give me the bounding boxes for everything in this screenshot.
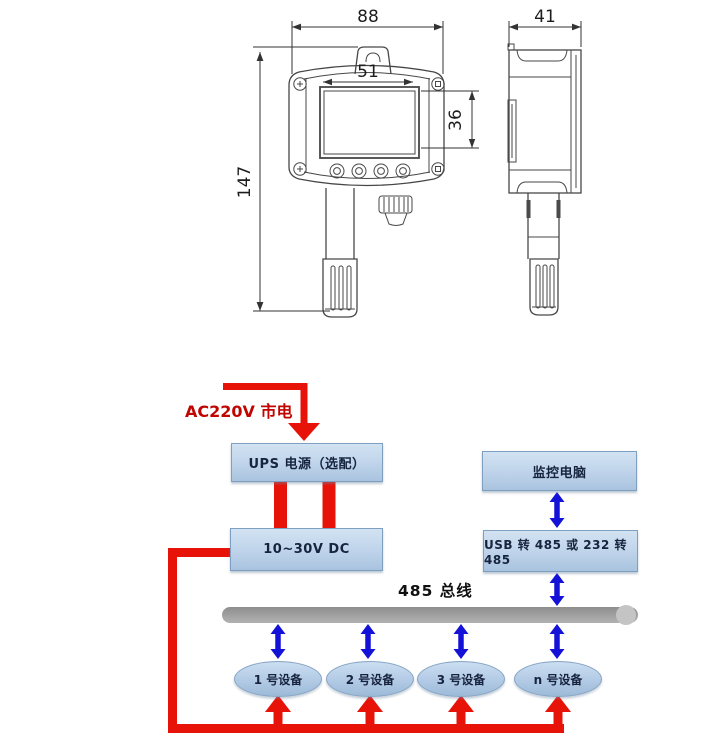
ups-power-box: UPS 电源（选配） [231,443,383,482]
filter-cap-side [529,258,559,316]
mounting-slot [507,99,517,163]
device-body-side [508,49,582,194]
corner-screws [293,77,445,176]
display-window [319,86,420,159]
device-node-2: 2 号设备 [326,661,414,697]
device-body-front [288,64,445,187]
ac-input-label: AC220V 市电 [185,402,293,421]
dimension-lines [253,21,582,312]
front-buttons [329,163,411,179]
data-arrows-blue [270,492,565,659]
dim-display-height: 36 [446,109,466,131]
rs485-bus-label: 485 总线 [398,582,473,600]
monitoring-pc-box: 监控电脑 [482,451,637,491]
dimension-drawing-svg: 88 51 36 147 41 [235,7,582,318]
ac-input-arrow [223,383,308,424]
sensor-probe-front [322,188,358,318]
power-lines-red [168,383,571,733]
dim-overall-height: 147 [235,166,255,198]
sensor-probe-side [526,193,561,316]
dim-display-width: 51 [357,62,379,82]
device-node-n: n 号设备 [514,661,602,697]
filter-cap-front [322,258,358,318]
mounting-lug [354,46,392,75]
device-power-arrows [265,695,571,733]
device-node-3: 3 号设备 [417,661,505,697]
side-view-drawing [507,43,582,316]
device-node-1: 1 号设备 [234,661,322,697]
cable-gland [378,195,413,226]
wiring-connectors-svg [168,383,638,733]
dim-overall-width: 88 [357,7,379,27]
rs485-bus-bar [222,605,638,625]
dim-depth: 41 [534,7,556,27]
usb-485-converter-box: USB 转 485 或 232 转 485 [483,530,638,572]
front-view-drawing [288,46,445,318]
dc-power-box: 10~30V DC [230,528,383,571]
